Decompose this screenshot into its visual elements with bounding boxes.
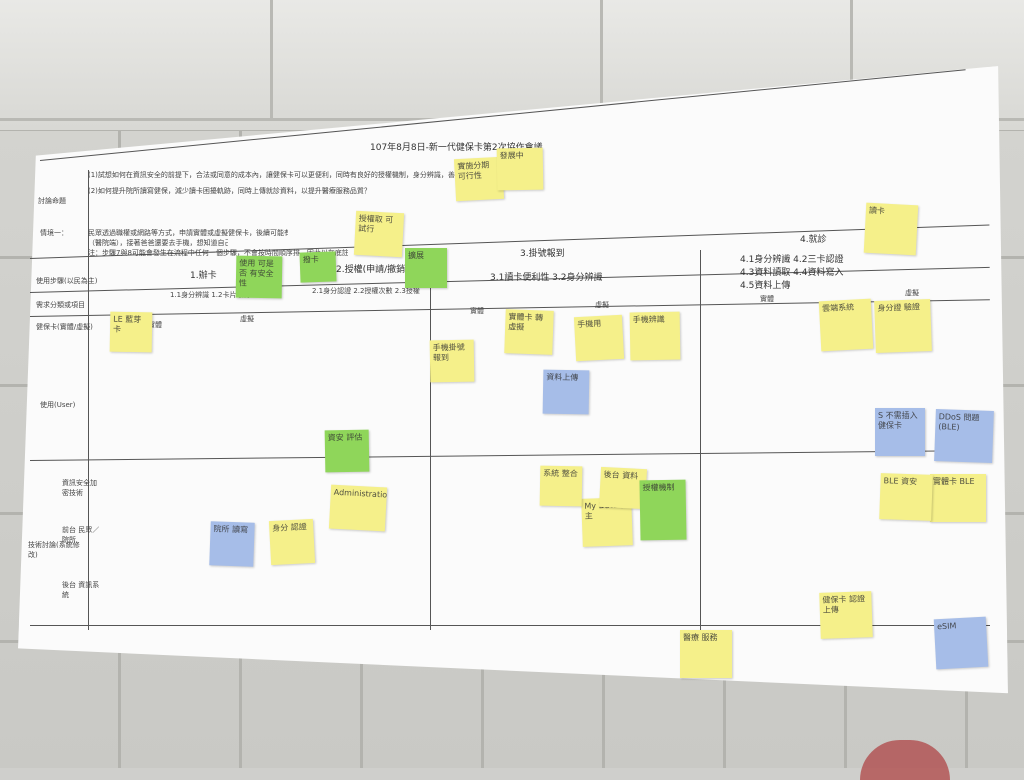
col-virtual: 虛擬 [905,289,919,297]
sticky-note: 醫療 服務 [680,630,732,678]
sticky-note: 院所 讀寫 [209,521,255,567]
sticky-note: eSIM [933,616,989,670]
sticky-note-text: 撥卡 [302,254,319,265]
sticky-note: 擴展 [405,248,447,288]
sub-backend: 後台 資訊系統 [62,581,100,599]
sticky-note: 身分 認證 [268,518,316,566]
sticky-note-text: 實施分期 可行性 [457,160,490,182]
col-virtual: 虛擬 [595,301,609,309]
sticky-note: 雲端系統 [818,298,874,352]
grid-line [88,170,89,630]
sticky-note-text: 雲端系統 [821,302,855,314]
scenario-label: 情境一： [40,229,68,237]
sticky-note-text: 發展中 [499,150,524,161]
sub-security: 資訊安全加密技術 [62,479,97,497]
col-physical: 實體 [760,295,774,303]
sticky-note: 授權取 可試行 [353,210,405,258]
col-virtual: 虛擬 [240,315,254,323]
discussion-label: 討論命題 [38,197,66,205]
stage-4-sub: 4.1身分辨識 4.2三卡認證 4.3資料讀取 4.4資料寫入 4.5資料上傳 [740,255,844,291]
stage-1: 1.辦卡 [190,271,217,281]
sticky-note: BLE 資安 [879,473,933,521]
sticky-note: 資安 評估 [324,429,370,473]
sticky-note-text: eSIM [936,621,957,632]
row-user: 使用(User) [40,401,76,409]
sticky-note: DDoS 問題 (BLE) [934,409,994,463]
row-user-steps: 使用步驟(以民為主) [36,277,98,285]
sticky-note-text: 授權機制 [642,482,675,493]
sticky-note: 身分證 驗證 [874,299,932,353]
topic-1: (1)試想如何在資訊安全的前提下，合法或同意的成本內，讓健保卡可以更便利，同時有… [88,171,538,179]
sticky-note-text: 擴展 [408,251,424,260]
ceiling-seam [850,0,853,120]
sticky-note-text: Administration [333,487,388,500]
row-category: 需求分類或項目 [36,301,85,309]
sticky-note-text: DDoS 問題 (BLE) [938,412,980,432]
scenario-steps: （醫院端），接著爸爸還要去手機，想知道自己的和補發新的自己的虛擬卡。 [88,239,228,247]
sticky-note-text: S 不需插入 健保卡 [878,411,918,430]
sticky-note: 手機辨識 [629,311,681,361]
sticky-note: 健保卡 認證 上傳 [819,591,873,639]
stage-4: 4.就診 [800,235,827,245]
sticky-note-text: 系統 整合 [543,468,578,479]
sticky-note: 實體卡 BLE [930,474,986,522]
stage-2: 2.授權(申請/撤銷) [336,265,409,275]
sticky-note-text: LE 藍芽 卡 [112,314,142,334]
sub-platform: 前台 民眾／院所 [62,526,100,544]
sticky-note: 手機用 [573,314,625,362]
poster-title: 107年8月8日-新一代健保卡第2次協作會議 [370,143,543,153]
sticky-note-text: 手機用 [577,318,602,330]
sticky-note: 使用 可是否 有安全性 [235,255,283,299]
sticky-note: 資料上傳 [542,369,590,415]
sticky-note-text: 醫療 服務 [683,633,718,642]
sticky-note: 系統 整合 [539,465,583,507]
scenario-text: 民眾透過職權或網路等方式，申請實體或虛擬健保卡，後續可能有爸爸要帶小孩去看病，但… [88,229,288,237]
stage-2-sub: 2.1身分認證 2.2授權次數 2.3授權 [312,287,420,295]
stage-3-sub: 3.1讀卡便利性 3.2身分辨識 [490,273,603,283]
row-card: 健保卡(實體/虛擬) [36,323,93,331]
sticky-note-text: 後台 資料 [603,469,639,481]
ceiling-seam [270,0,273,120]
sticky-note-text: 健保卡 認證 上傳 [822,594,866,615]
sticky-note-text: 使用 可是否 有安全性 [238,258,274,288]
col-physical: 實體 [470,307,484,315]
sticky-note: 讀卡 [863,202,919,256]
stage-3: 3.掛號報到 [520,249,565,259]
sticky-note: LE 藍芽 卡 [109,311,153,353]
sticky-note-text: 讀卡 [868,205,886,216]
sticky-note-text: 資料上傳 [546,372,579,383]
sticky-note-text: 實體卡 BLE [933,477,975,486]
col-physical: 實體 [148,321,162,329]
sticky-note-text: 手機掛號 報到 [432,342,465,363]
sticky-note-text: 授權取 可試行 [358,213,394,234]
sticky-note: 手機掛號 報到 [429,339,475,383]
sticky-note: S 不需插入 健保卡 [875,408,925,456]
sticky-note-text: 實體卡 轉虛擬 [508,312,544,332]
sticky-note-text: BLE 資安 [883,476,918,487]
sticky-note-text: 身分 認證 [272,522,308,534]
sticky-note: Administration [328,484,388,532]
sticky-note: 發展中 [496,147,544,191]
sticky-note: 授權機制 [639,479,687,541]
row-discussion: 技術討論(系統修改) [28,541,80,559]
stage-1-sub: 1.1身分辨識 1.2卡片取得 [170,291,251,299]
ceiling-seam [600,0,603,120]
grid-line [700,250,701,630]
grid-line [430,260,431,630]
sticky-note-text: 院所 讀寫 [213,524,249,535]
sticky-note-text: 身分證 驗證 [877,302,921,313]
sticky-note: 撥卡 [299,251,337,283]
sticky-note-text: 資安 評估 [327,432,363,443]
sticky-note-text: 手機辨識 [632,314,665,325]
grid-line [30,625,990,626]
topic-2: (2)如何提升院所讀寫健保，減少讀卡困擾軌跡，同時上傳就診資料，以提升醫療服務品… [88,187,371,195]
scenario-note: 注：步驟7與8可能會發生在流程中任何一個步驟，不會按時間順序排，因此以灰底註記。 [88,249,348,257]
sticky-note: 實體卡 轉虛擬 [504,309,554,355]
